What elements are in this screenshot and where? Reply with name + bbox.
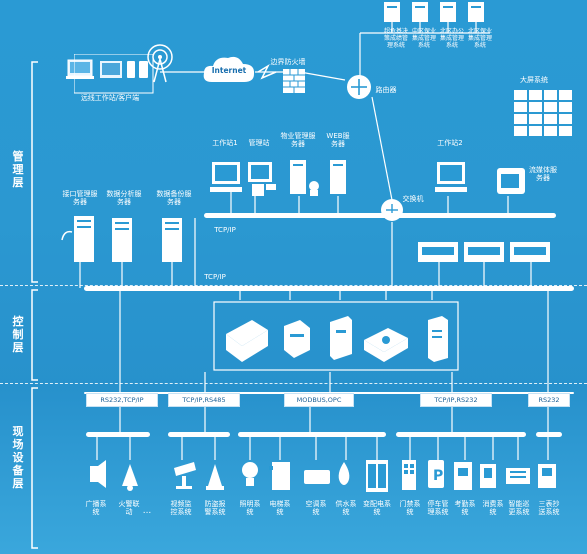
workstation-1-label: 工作站1	[212, 139, 238, 147]
device-ellipsis: ...	[142, 506, 152, 516]
layer-divider	[0, 383, 587, 385]
field-bus-2	[168, 432, 230, 437]
main-tcpip-bus	[84, 286, 574, 291]
upper-lan-bus	[204, 213, 556, 218]
top-system-4: 北区保业集成管理系统	[467, 28, 492, 49]
internet-label: Internet	[211, 66, 247, 75]
media-server-label: 流媒体服务器	[529, 166, 557, 182]
left-servers	[61, 216, 182, 262]
field-device-icons: P	[90, 460, 556, 492]
remote-frame	[74, 54, 154, 94]
device-attendance: 考勤系统	[454, 500, 476, 516]
protocol-tcpip-rs232: TCP/IP,RS232	[420, 393, 492, 407]
protocol-modbus-opc: MODBUS,OPC	[284, 393, 354, 407]
backup-server-label: 数据备份服务器	[156, 190, 192, 206]
workstation-2-media-server	[435, 162, 525, 194]
top-system-1: 超危基决策成绩管理系统	[383, 28, 408, 49]
management-row-devices	[210, 160, 346, 196]
device-fire-alarm: 火警联动	[118, 500, 140, 516]
management-station-label: 管理站	[248, 139, 270, 147]
protocol-tcpip-rs485: TCP/IP,RS485	[168, 393, 240, 407]
field-layer-title: 现场设备层	[12, 425, 24, 490]
layer-divider	[0, 285, 587, 287]
device-video-surveillance: 视频监控系统	[170, 500, 192, 516]
field-bus-5	[536, 432, 562, 437]
top-system-2: 中区保业集成管理系统	[411, 28, 436, 49]
web-server-label: WEB服务器	[326, 132, 350, 148]
device-water-supply: 供水系统	[335, 500, 357, 516]
antenna-icon	[147, 44, 173, 83]
big-screen-label: 大屏系统	[520, 76, 548, 84]
device-hvac: 空调系统	[305, 500, 327, 516]
switch-label: 交换机	[402, 195, 424, 203]
property-server-label: 物业管理服务器	[280, 132, 316, 148]
device-meter-reading: 三表抄送系统	[538, 500, 560, 516]
protocol-rs232: RS232	[528, 393, 570, 407]
device-guard-patrol: 智能巡更系统	[508, 500, 530, 516]
field-bus-3	[238, 432, 386, 437]
interface-server-label: 接口管理服务器	[62, 190, 98, 206]
field-bus-4	[396, 432, 526, 437]
device-power-distribution: 变配电系统	[363, 500, 391, 516]
control-layer-title: 控制层	[12, 315, 24, 354]
workstation-2-label: 工作站2	[437, 139, 463, 147]
device-consumption: 消费系统	[482, 500, 504, 516]
svg-text:P: P	[433, 468, 443, 484]
remote-client-label: 远线工作站/客户端	[80, 94, 140, 102]
remote-devices-icon	[66, 59, 148, 79]
tcpip-label-upper: TCP/IP	[214, 226, 236, 234]
field-bus-1	[86, 432, 150, 437]
device-parking: 停车管理系统	[427, 500, 449, 516]
device-lighting: 照明系统	[239, 500, 261, 516]
protocol-rs232-tcpip: RS232,TCP/IP	[86, 393, 158, 407]
controller-group	[213, 301, 459, 371]
firewall-label: 边界防火墙	[270, 58, 306, 66]
device-access-control: 门禁系统	[399, 500, 421, 516]
router-icon	[347, 75, 371, 99]
right-controllers	[418, 242, 550, 262]
firewall-icon	[283, 69, 305, 93]
analysis-server-label: 数据分析服务器	[106, 190, 142, 206]
router-label: 路由器	[375, 86, 397, 94]
device-elevator: 电梯系统	[269, 500, 291, 516]
tcpip-label-main: TCP/IP	[204, 273, 226, 281]
management-layer-title: 管理层	[12, 150, 24, 189]
top-system-3: 北区办公集成管理系统	[439, 28, 464, 49]
device-intrusion-alarm: 防盗报警系统	[204, 500, 226, 516]
internet-cloud-icon	[203, 56, 255, 82]
top-system-servers	[384, 2, 484, 22]
big-screen-icon	[514, 90, 572, 136]
device-broadcast: 广播系统	[85, 500, 107, 516]
